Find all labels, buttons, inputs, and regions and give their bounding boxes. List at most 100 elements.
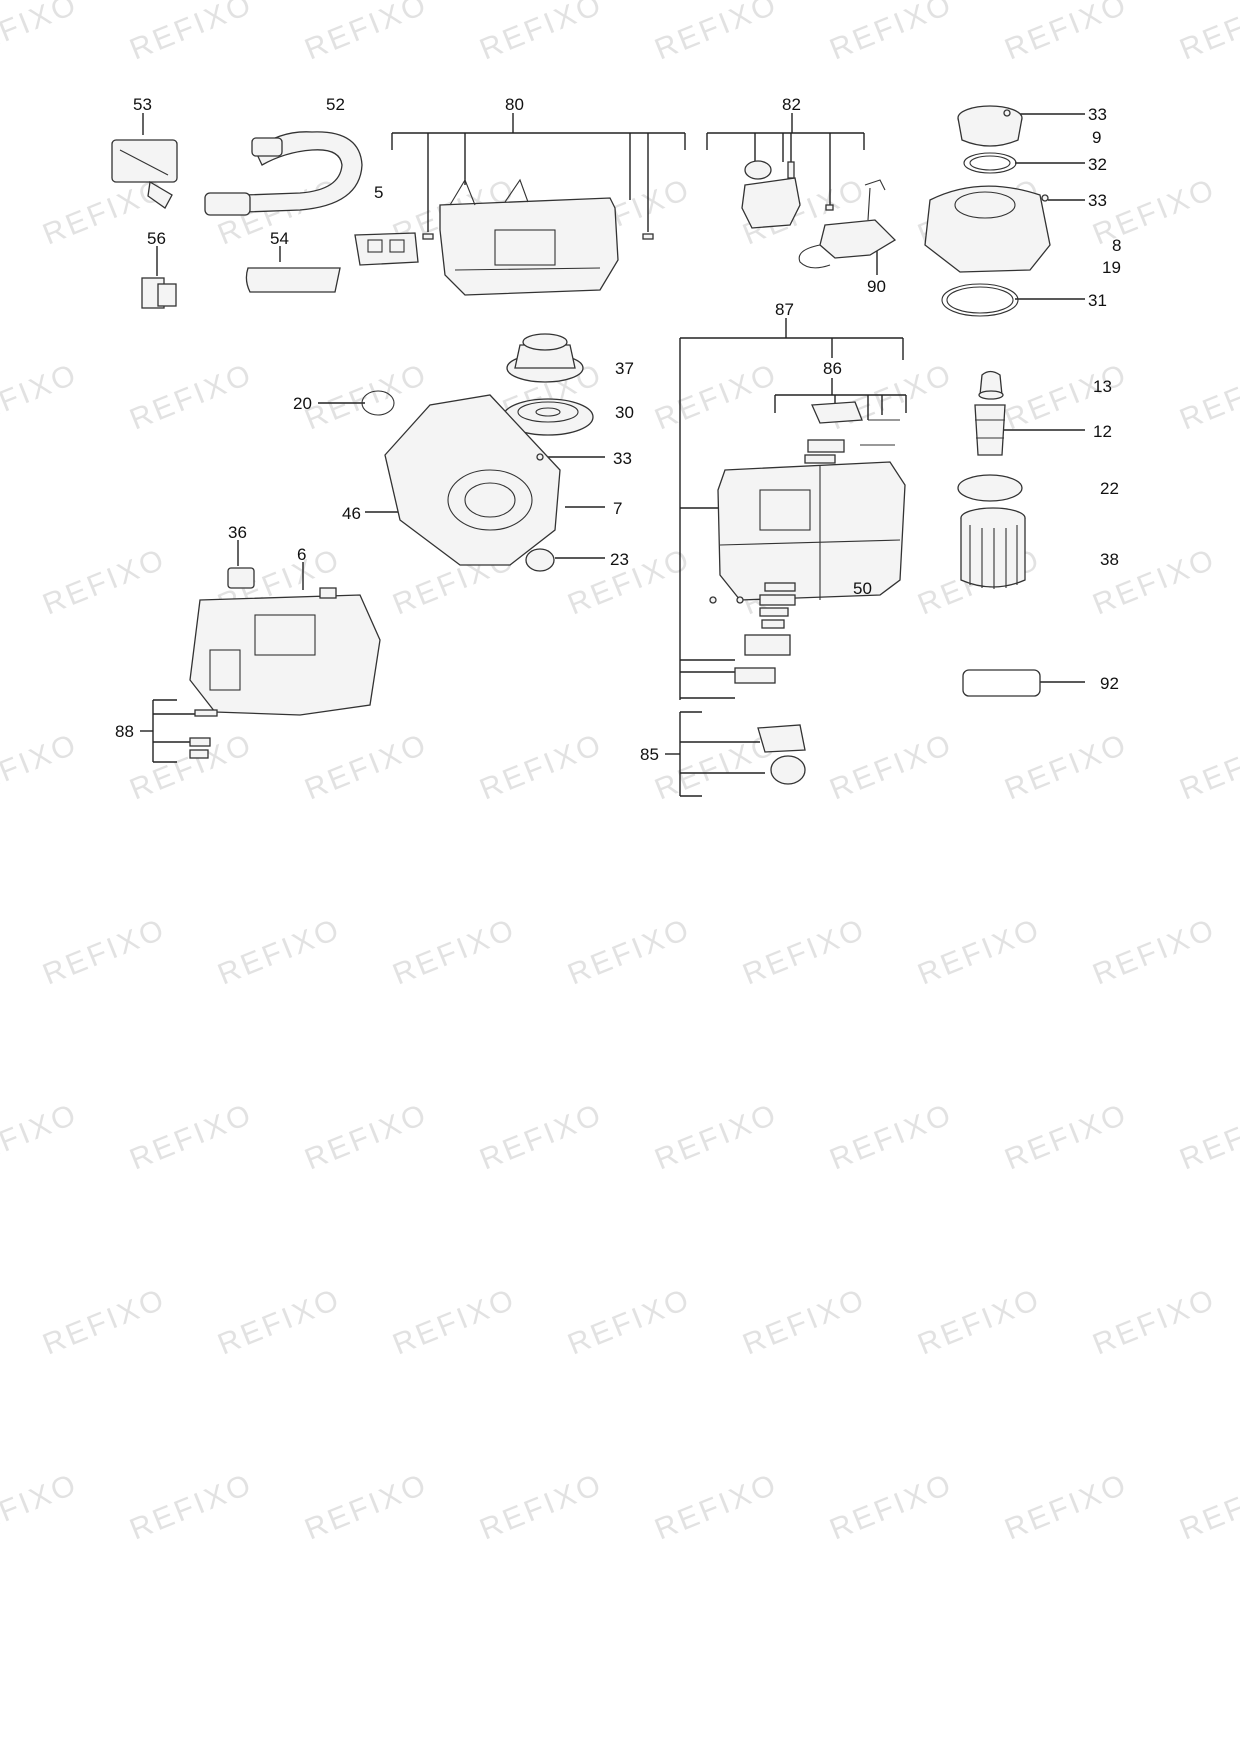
watermark-text: REFIXO (825, 727, 958, 806)
watermark-text: REFIXO (1000, 357, 1133, 436)
label-31: 31 (1088, 291, 1107, 310)
part-90-cable (798, 179, 897, 269)
watermark-text: REFIXO (475, 1097, 608, 1176)
watermark-text: REFIXO (475, 0, 608, 66)
watermark-text: REFIXO (738, 1282, 871, 1361)
part-53-nozzle (111, 139, 178, 209)
part-22-disc (957, 474, 1023, 502)
label-19: 19 (1102, 258, 1121, 277)
part-38-filter (960, 507, 1026, 589)
watermark-text: REFIXO (563, 912, 696, 991)
part-52-hose (204, 131, 363, 216)
watermark-text: REFIXO (38, 1282, 171, 1361)
label-86: 86 (823, 359, 842, 378)
watermark-text: REFIXO (1088, 172, 1221, 251)
label-12: 12 (1093, 422, 1112, 441)
watermark-text: REFIXO (1175, 357, 1240, 436)
watermark-text: REFIXO (213, 1282, 346, 1361)
watermark-text: REFIXO (825, 357, 958, 436)
part-tank-fittings (709, 596, 791, 684)
label-50: 50 (853, 579, 872, 598)
watermark-text: REFIXO (125, 1097, 258, 1176)
part-85-hatch (757, 724, 806, 785)
watermark-text: REFIXO (300, 727, 433, 806)
watermark-text: REFIXO (825, 1097, 958, 1176)
part-36-switch (227, 567, 255, 589)
part-6-tank-body (189, 587, 381, 716)
label-88: 88 (115, 722, 134, 741)
part-12-filter-cage (974, 404, 1006, 456)
part-80-top-cover (422, 178, 654, 296)
watermark-text: REFIXO (1000, 1097, 1133, 1176)
watermark-text: REFIXO (300, 0, 433, 66)
watermark-text: REFIXO (825, 1467, 958, 1546)
label-9: 9 (1092, 128, 1101, 147)
watermark-text: REFIXO (0, 727, 83, 806)
watermark-text: REFIXO (388, 1282, 521, 1361)
watermark-text: REFIXO (38, 542, 171, 621)
watermark-text: REFIXO (300, 1467, 433, 1546)
watermark-text: REFIXO (650, 357, 783, 436)
watermark-text: REFIXO (650, 1467, 783, 1546)
watermark-text: REFIXO (913, 912, 1046, 991)
label-54: 54 (270, 229, 289, 248)
watermark-text: REFIXO (213, 912, 346, 991)
watermark-layer: REFIXO REFIXO REFIXO REFIXO REFIXO REFIXO REFI… (0, 0, 1240, 1546)
label-36: 36 (228, 523, 247, 542)
watermark-text: REFIXO (650, 0, 783, 66)
part-5-module (354, 232, 419, 266)
label-82: 82 (782, 95, 801, 114)
label-33-low: 33 (613, 449, 632, 468)
label-13: 13 (1093, 377, 1112, 396)
watermark-text: REFIXO (0, 1097, 83, 1176)
label-52: 52 (326, 95, 345, 114)
watermark-text: REFIXO (0, 0, 83, 66)
part-32-seal (963, 152, 1017, 174)
watermark-text: REFIXO (738, 912, 871, 991)
label-22: 22 (1100, 479, 1119, 498)
label-46: 46 (342, 504, 361, 523)
watermark-text: REFIXO (38, 912, 171, 991)
part-number-labels: 53 52 80 82 33 9 32 33 5 8 19 56 54 90 3… (115, 95, 1121, 764)
watermark-text: REFIXO (475, 1467, 608, 1546)
label-56: 56 (147, 229, 166, 248)
watermark-text: REFIXO (563, 1282, 696, 1361)
watermark-text: REFIXO (1175, 727, 1240, 806)
watermark-text: REFIXO (913, 1282, 1046, 1361)
label-92: 92 (1100, 674, 1119, 693)
watermark-text: REFIXO (1175, 1467, 1240, 1546)
label-23: 23 (610, 550, 629, 569)
label-87: 87 (775, 300, 794, 319)
watermark-text: REFIXO (1000, 0, 1133, 66)
part-87-tank (717, 461, 906, 601)
part-31-gasket (941, 283, 1019, 317)
part-8-housing (924, 185, 1051, 273)
label-32: 32 (1088, 155, 1107, 174)
watermark-text: REFIXO (0, 357, 83, 436)
watermark-text: REFIXO (1000, 1467, 1133, 1546)
label-37: 37 (615, 359, 634, 378)
watermark-text: REFIXO (125, 357, 258, 436)
label-5: 5 (374, 183, 383, 202)
watermark-text: REFIXO (1000, 727, 1133, 806)
label-53: 53 (133, 95, 152, 114)
label-80: 80 (505, 95, 524, 114)
watermark-text: REFIXO (388, 912, 521, 991)
part-46-base-housing (384, 394, 561, 566)
part-23-cap (525, 548, 555, 572)
label-90: 90 (867, 277, 886, 296)
label-6: 6 (297, 545, 306, 564)
part-88-fasteners (189, 709, 218, 759)
label-8: 8 (1112, 236, 1121, 255)
watermark-text: REFIXO (0, 1467, 83, 1546)
label-30: 30 (615, 403, 634, 422)
label-85: 85 (640, 745, 659, 764)
label-7: 7 (613, 499, 622, 518)
part-13-cap (978, 370, 1004, 400)
part-92-label-plate (962, 669, 1041, 697)
label-33-mid: 33 (1088, 191, 1107, 210)
part-20-o-ring (361, 390, 395, 416)
watermark-text: REFIXO (125, 1467, 258, 1546)
